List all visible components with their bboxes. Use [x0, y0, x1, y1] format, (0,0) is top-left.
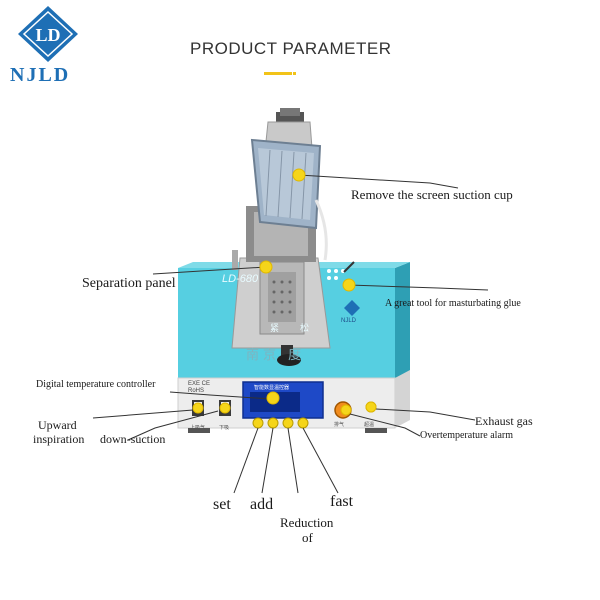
title-underline [264, 72, 292, 75]
device-chinese-brand: 南京 度 [246, 348, 306, 363]
label-overtemp: Overtemperature alarm [420, 430, 514, 441]
label-reduction-line1: Reduction [280, 515, 334, 530]
alarm-label: 超温 [364, 422, 375, 428]
label-down-suction: down-suction [100, 432, 166, 446]
knob-right-label: 松 [300, 324, 310, 334]
body-logo-icon [344, 300, 360, 316]
brand-logo: LD NJLD [8, 4, 88, 88]
label-temp-controller: Digital temperature controller [36, 379, 156, 390]
label-suction-cup: Remove the screen suction cup [351, 187, 513, 202]
ce-mark: EXE CE RoHS [188, 381, 211, 394]
switch2-label: 下吸 [219, 425, 230, 431]
label-upward-line1: Upward [38, 418, 77, 432]
label-add: add [250, 496, 274, 513]
label-reduction-line2: of [302, 530, 313, 545]
device-model: LD-680 [222, 273, 259, 285]
label-separation-panel: Separation panel [82, 276, 176, 291]
label-glue-tool: A great tool for masturbating glue [385, 298, 521, 309]
label-fast: fast [330, 493, 354, 510]
label-upward-line2: inspiration [33, 432, 85, 446]
knob-left-label: 紧 [270, 324, 280, 334]
label-set: set [213, 496, 231, 513]
title-dot [293, 72, 296, 75]
label-exhaust: Exhaust gas [475, 414, 533, 428]
display-header: 智能数显温控器 [254, 385, 290, 391]
gauge-label: 排气 [334, 422, 345, 428]
logo-letters: LD [35, 25, 60, 45]
brand-name: NJLD [10, 64, 71, 86]
switch1-label: 上吸气 [190, 425, 206, 431]
diamond-logo-icon: LD [18, 6, 78, 62]
body-badge-text: NJLD [341, 318, 357, 324]
page-title: PRODUCT PARAMETER [190, 39, 392, 58]
